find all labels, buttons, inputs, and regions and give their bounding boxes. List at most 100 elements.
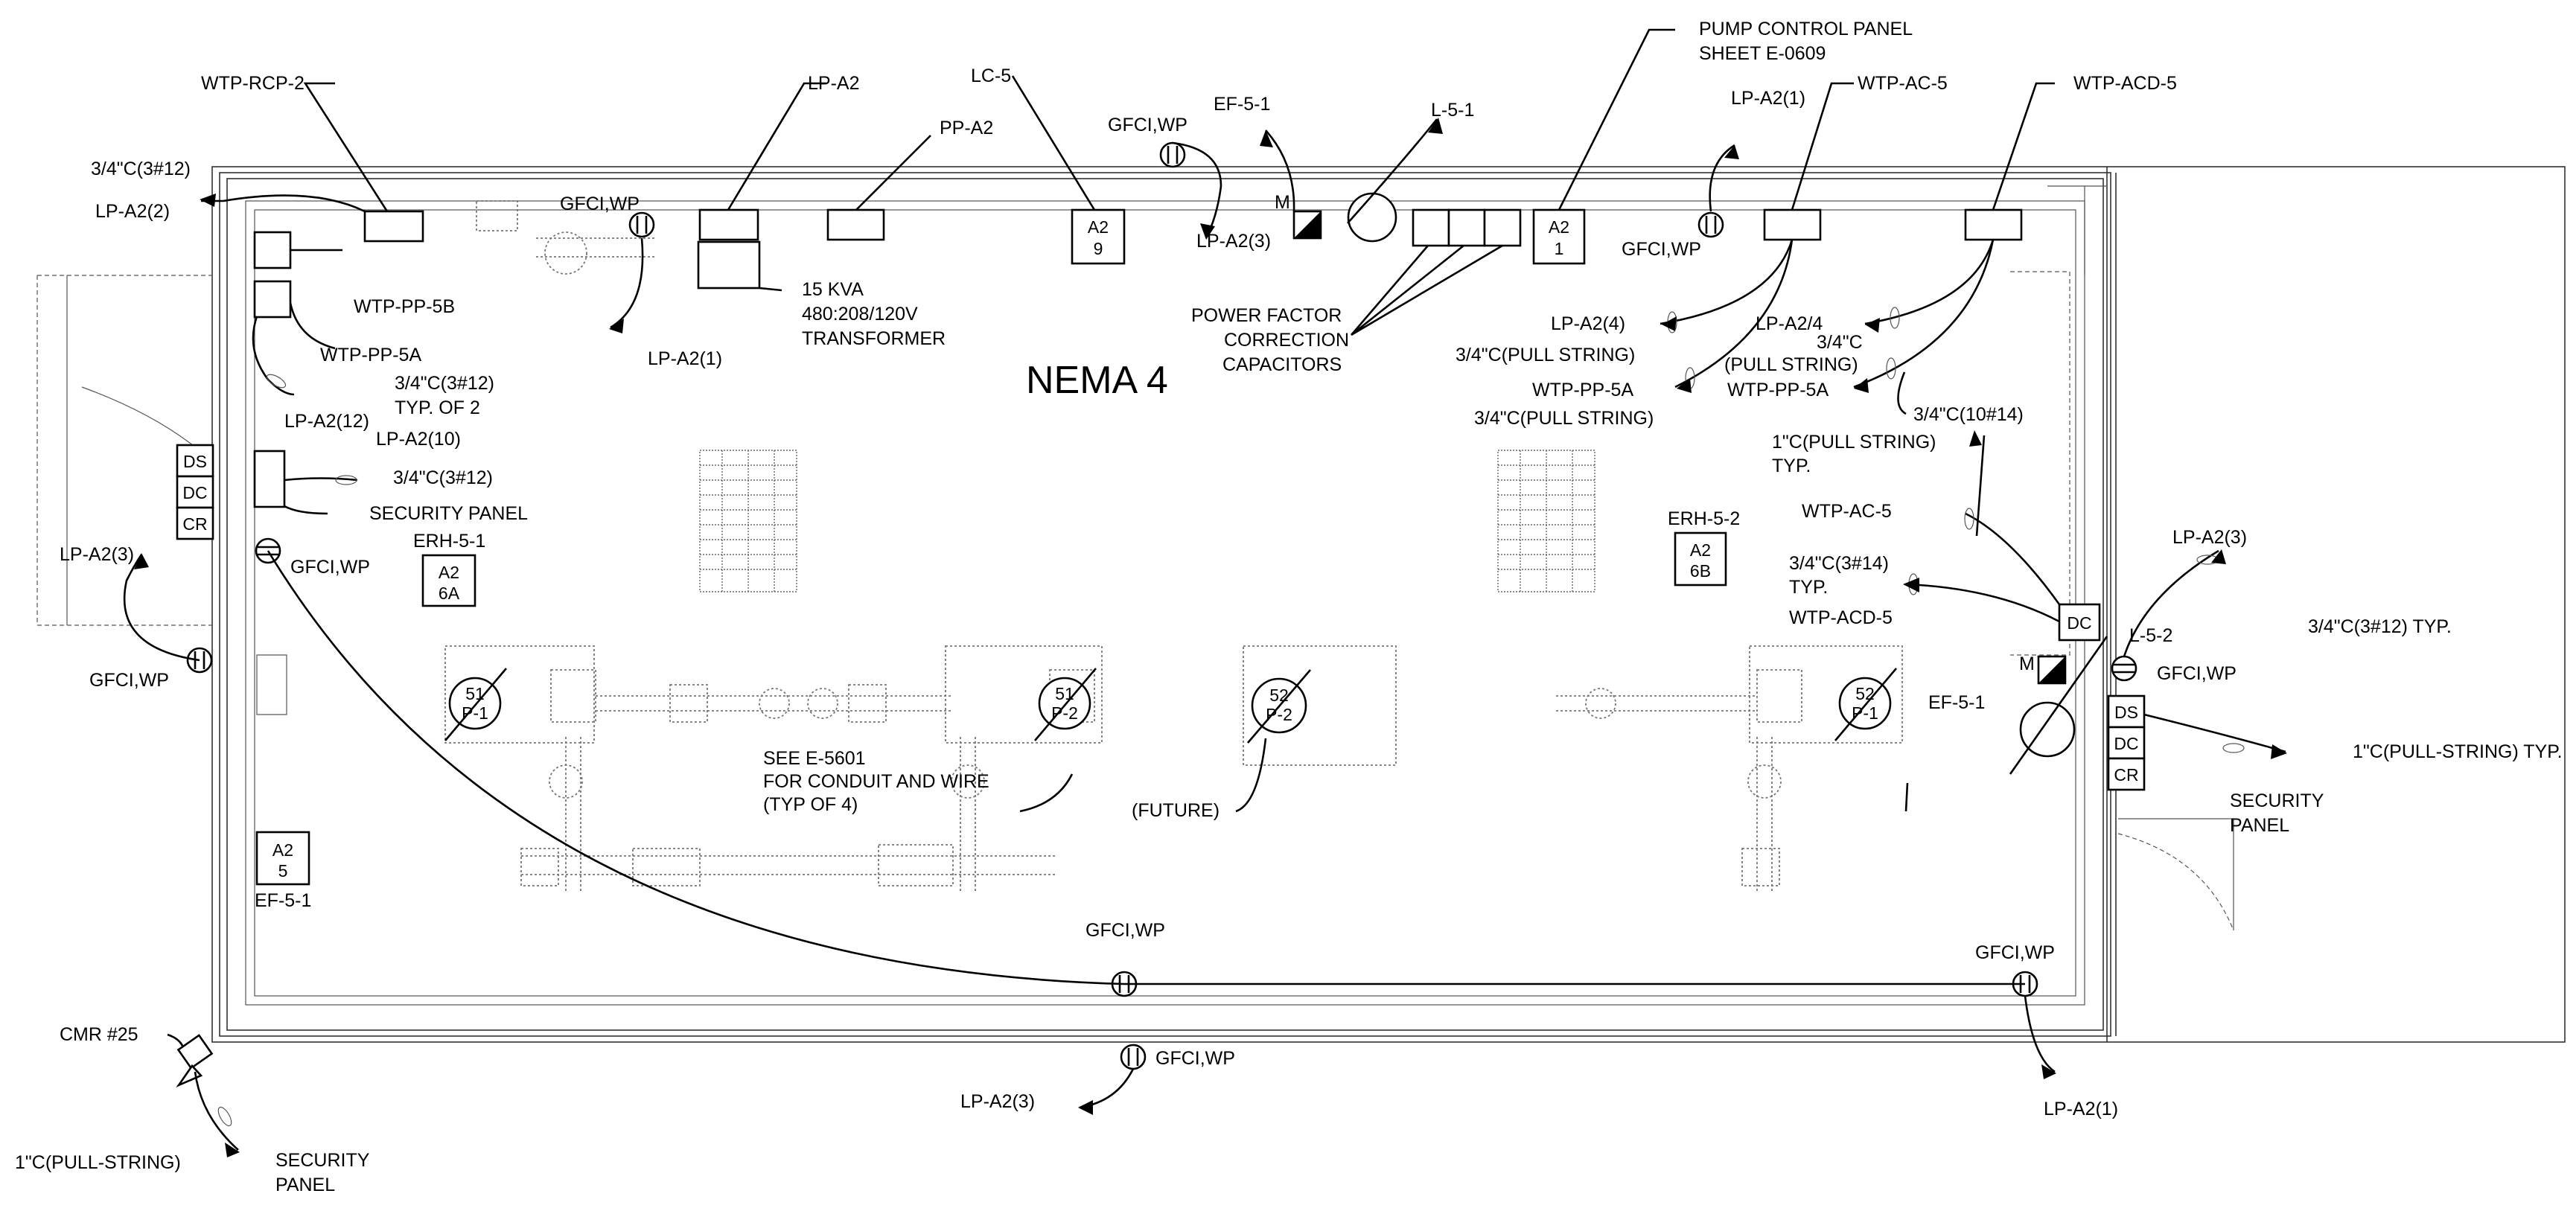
svg-text:P-2: P-2 (1266, 705, 1292, 724)
label-security-bottom-2: PANEL (275, 1175, 335, 1195)
ds-right-box (2107, 694, 2146, 729)
label-conduit-3414: 3/4"C(3#14) (1789, 553, 1889, 574)
svg-text:P-1: P-1 (1852, 703, 1878, 723)
label-lp-a2-12: LP-A2(12) (284, 411, 369, 432)
erh-5-1-tag-line2: 6A (439, 584, 460, 603)
pump-control-panel-tag (1532, 208, 1586, 265)
gfci-receptacle-top-left (628, 211, 655, 238)
process-equipment-background (444, 200, 1903, 893)
label-pump-panel-line1: PUMP CONTROL PANEL (1699, 19, 1913, 39)
wtp-pp-5b-box (253, 231, 292, 269)
label-pump-panel-line2: SHEET E-0609 (1699, 43, 1826, 64)
label-pull-string-1: 3/4"C(PULL STRING) (1456, 345, 1635, 365)
erh-5-2-tag-line2: 6B (1690, 561, 1711, 581)
label-ef-5-1-left: EF-5-1 (255, 890, 311, 911)
label-pp-a2: PP-A2 (940, 118, 993, 138)
pumps: 51 P-1 51 P-2 52 P-2 52 P-1 (444, 668, 1897, 744)
cr-right-label: CR (2114, 765, 2138, 785)
wtp-ac-5-box (1763, 208, 1822, 241)
label-gfci-bottom-right: GFCI,WP (1975, 942, 2055, 963)
label-lp-a2-top: LP-A2 (808, 73, 859, 94)
label-lp-a2-2: LP-A2(2) (95, 201, 170, 222)
label-erh-5-2: ERH-5-2 (1668, 508, 1740, 529)
label-conduit-3412-sec: 3/4"C(3#12) (393, 467, 493, 488)
erh-5-2-tag (1674, 531, 1727, 587)
svg-text:52: 52 (1269, 686, 1289, 705)
wtp-rcp-2-box (363, 210, 424, 243)
label-lp-a2-1-bottom: LP-A2(1) (2044, 1099, 2118, 1119)
ef-5-1-left-tag (255, 831, 310, 886)
label-gfci-top-center: GFCI,WP (1108, 115, 1187, 135)
ef-5-1-left-tag-line1: A2 (272, 840, 293, 860)
label-conduit-1c-pull: 1"C(PULL STRING) (1772, 432, 1936, 453)
label-conduit-1c-typ-right: 1"C(PULL-STRING) TYP. (2353, 741, 2563, 762)
wtp-acd-5-box (1964, 208, 2023, 241)
pump-51-p1: 51 P-1 (444, 668, 507, 741)
pump-52-p1: 52 P-1 (1834, 668, 1897, 741)
dc-right-label: DC (2067, 613, 2091, 633)
label-security-bottom-1: SECURITY (275, 1150, 370, 1171)
label-security-panel-left: SECURITY PANEL (369, 503, 528, 524)
label-conduit-3412-left: 3/4"C(3#12) (91, 159, 191, 179)
label-future: (FUTURE) (1132, 800, 1220, 821)
leader-lines (167, 28, 2055, 1047)
label-conduit-34c: 3/4"C (1817, 332, 1863, 353)
label-security-right-2: PANEL (2230, 815, 2289, 836)
cr-label: CR (182, 514, 207, 534)
label-see-note-2: FOR CONDUIT AND WIRE (763, 771, 989, 792)
label-conduit-pull-bottom: 1"C(PULL-STRING) (15, 1152, 181, 1173)
capacitor-3 (1483, 208, 1522, 247)
lp-a2-box (698, 208, 759, 241)
pump-control-tag-line1: A2 (1549, 217, 1569, 237)
label-lc-5: LC-5 (971, 65, 1011, 86)
label-pull-string-2: 3/4"C(PULL STRING) (1474, 408, 1654, 429)
label-pfc-1: POWER FACTOR (1191, 305, 1342, 326)
security-panel-box (253, 450, 286, 508)
camera-cmr-25 (176, 1034, 214, 1088)
erh-5-1-tag (421, 554, 476, 607)
label-conduit-3412-typ: 3/4"C(3#12) (395, 373, 494, 394)
label-typ-a: TYP. (1772, 456, 1811, 476)
label-l-5-1: L-5-1 (1431, 100, 1474, 121)
label-pull-string-3: (PULL STRING) (1724, 354, 1858, 375)
label-lp-a2-4b: LP-A2/4 (1756, 313, 1823, 334)
svg-text:51: 51 (1055, 684, 1074, 703)
exhaust-fan-right (2019, 701, 2076, 758)
left-wall-equipment: DS DC CR A2 6A A2 5 (176, 231, 476, 886)
ef-5-1-left-tag-line2: 5 (278, 861, 288, 881)
arrowheads (134, 118, 2287, 1157)
capacitor-1 (1412, 208, 1450, 247)
cr-box (176, 506, 214, 540)
grille-left (699, 450, 797, 592)
capacitor-2 (1447, 208, 1486, 247)
gfci-receptacle-top-right (1697, 211, 1724, 238)
bottom-receptacles (176, 971, 2038, 1088)
label-wtp-ac-5-mid: WTP-AC-5 (1802, 501, 1892, 522)
gfci-receptacle-top-center (1159, 141, 1186, 168)
annotation-labels: WTP-RCP-2 LP-A2 LC-5 PP-A2 GFCI,WP EF-5-… (15, 19, 2563, 1195)
label-gfci-outside-bottom: GFCI,WP (1155, 1048, 1235, 1069)
label-wtp-pp-5a-mid: WTP-PP-5A (1532, 380, 1633, 400)
label-security-right-1: SECURITY (2230, 790, 2324, 811)
label-l-5-2: L-5-2 (2129, 625, 2172, 646)
label-m-top: M (1275, 192, 1290, 213)
pump-51-p2: 51 P-2 (1034, 668, 1097, 741)
right-wall-equipment: A2 6B DC DS DC CR (1674, 531, 2146, 791)
dc-label: DC (182, 483, 207, 502)
label-wtp-ac-5-top: WTP-AC-5 (1858, 73, 1948, 94)
gfci-receptacle-outside-bottom (1120, 1044, 1147, 1070)
svg-text:P-2: P-2 (1051, 703, 1078, 723)
label-lp-a2-3-right: LP-A2(3) (2172, 527, 2247, 548)
label-wtp-pp-5b: WTP-PP-5B (354, 296, 455, 317)
lc-5-tag-line1: A2 (1088, 217, 1109, 237)
erh-5-2-tag-line1: A2 (1690, 540, 1711, 560)
label-conduit-3412-typ-right: 3/4"C(3#12) TYP. (2308, 616, 2452, 637)
label-conduit-31014: 3/4"C(10#14) (1913, 404, 2024, 425)
label-lp-a2-4a: LP-A2(4) (1551, 313, 1625, 334)
label-typ-b: TYP. (1789, 577, 1828, 598)
label-lp-a2-1-top: LP-A2(1) (1731, 88, 1805, 109)
dc-right-label-2: DC (2114, 734, 2138, 753)
erh-5-1-tag-line1: A2 (439, 563, 459, 582)
lc-5-tag (1071, 208, 1126, 265)
